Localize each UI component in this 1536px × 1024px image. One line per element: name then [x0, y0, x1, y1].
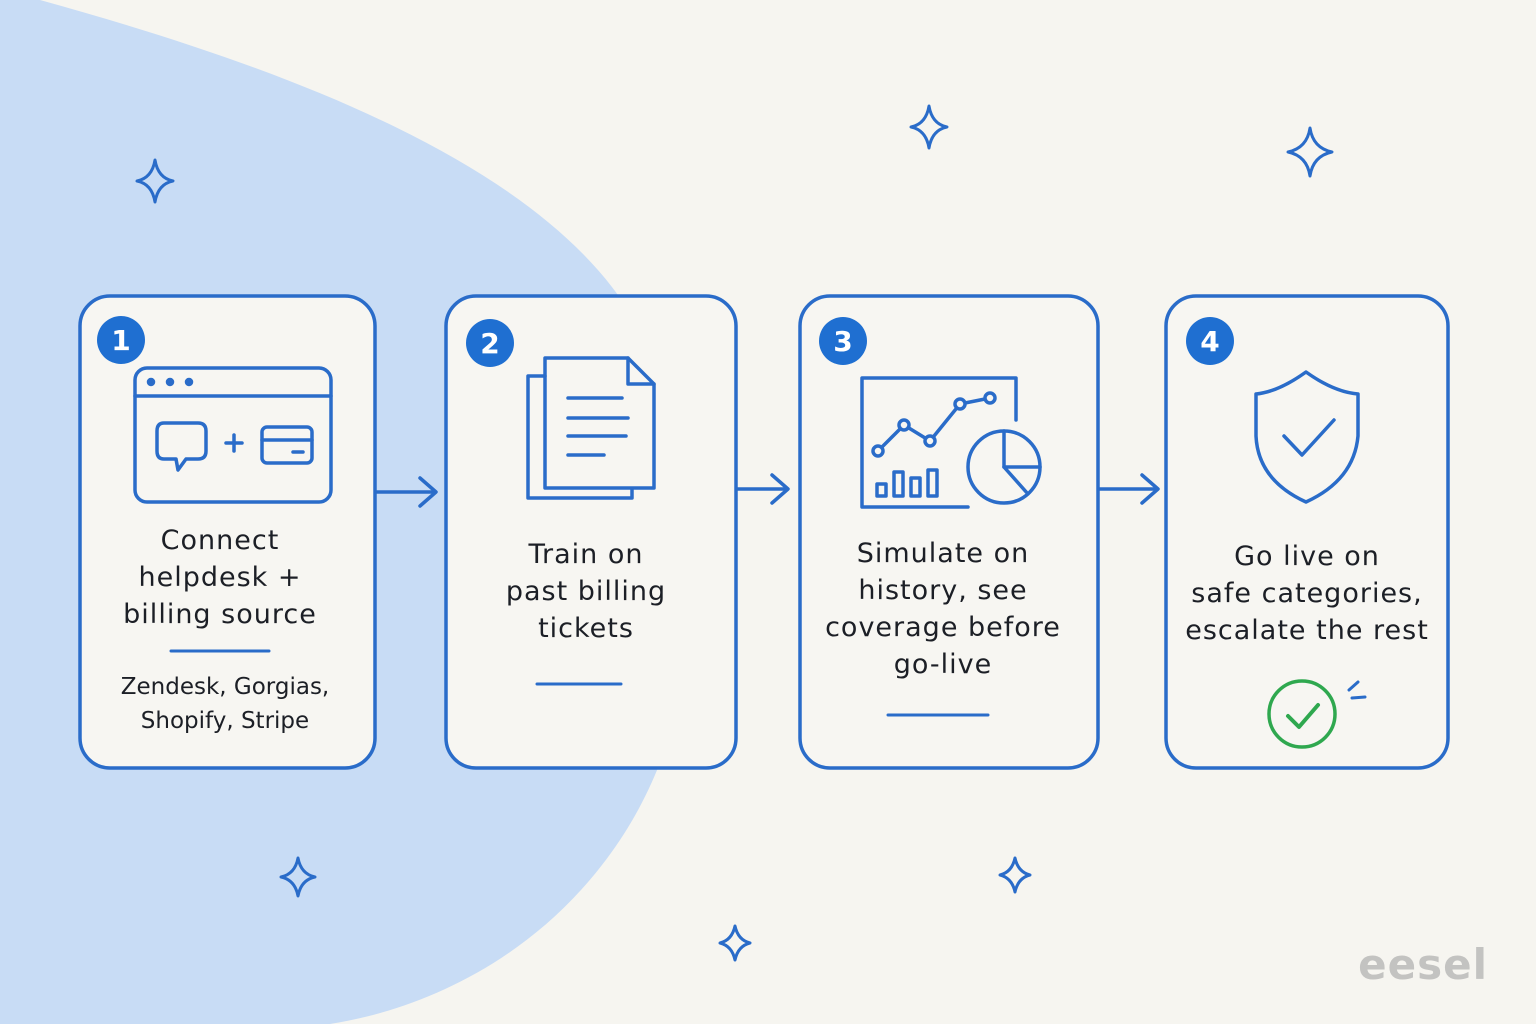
sparkle-icon — [909, 104, 949, 150]
step-title-line: safe categories, — [1191, 578, 1423, 609]
sparkle-icon — [1286, 126, 1334, 178]
analytics-dashboard-icon — [860, 376, 1042, 509]
step-1-integrations: Zendesk, Gorgias, Shopify, Stripe — [100, 670, 350, 738]
step-number-badge: 2 — [466, 319, 514, 367]
sparkle-icon — [998, 856, 1032, 894]
step-title-line: helpdesk + — [138, 562, 302, 593]
step-title-line: escalate the rest — [1185, 615, 1429, 646]
arrow-right-icon — [374, 476, 438, 508]
step-title-line: Go live on — [1234, 541, 1380, 572]
sparkle-icon — [135, 158, 175, 204]
step-card — [1164, 294, 1450, 770]
step-4-title: Go live on safe categories, escalate the… — [1176, 538, 1438, 649]
shield-check-icon — [1254, 370, 1360, 504]
sparkle-icon — [279, 856, 317, 898]
svg-text:4: 4 — [1200, 325, 1219, 358]
step-title-line: history, see — [858, 575, 1028, 606]
step-number-badge: 3 — [819, 317, 867, 365]
integration-line: Shopify, Stripe — [140, 708, 310, 734]
arrow-right-icon — [1097, 473, 1160, 505]
step-1-title: Connect helpdesk + billing source — [100, 522, 340, 633]
step-card — [78, 294, 377, 770]
step-title-line: Train on — [528, 539, 644, 570]
step-title-line: Simulate on — [856, 538, 1030, 569]
step-3-title: Simulate on history, see coverage before… — [818, 535, 1068, 683]
step-title-line: billing source — [123, 599, 317, 630]
step-2-title: Train on past billing tickets — [466, 536, 706, 647]
step-card — [444, 294, 738, 770]
arrow-right-icon — [735, 473, 790, 505]
step-title-line: go-live — [893, 649, 993, 680]
step-card — [798, 294, 1100, 770]
svg-text:2: 2 — [480, 327, 499, 360]
step-title-line: coverage before — [825, 612, 1061, 643]
step-title-line: past billing — [505, 576, 667, 607]
check-circle-icon — [1267, 679, 1367, 749]
browser-window-chat-card-icon — [133, 366, 333, 504]
svg-text:1: 1 — [111, 324, 130, 357]
step-title-line: Connect — [160, 525, 280, 556]
brand-logo-text: eesel — [1358, 940, 1488, 989]
documents-icon — [526, 356, 656, 500]
step-number-badge: 1 — [97, 316, 145, 364]
sparkle-icon — [718, 924, 752, 962]
integration-line: Zendesk, Gorgias, — [120, 674, 330, 700]
step-title-line: tickets — [538, 613, 634, 644]
svg-text:3: 3 — [833, 325, 852, 358]
step-number-badge: 4 — [1186, 317, 1234, 365]
